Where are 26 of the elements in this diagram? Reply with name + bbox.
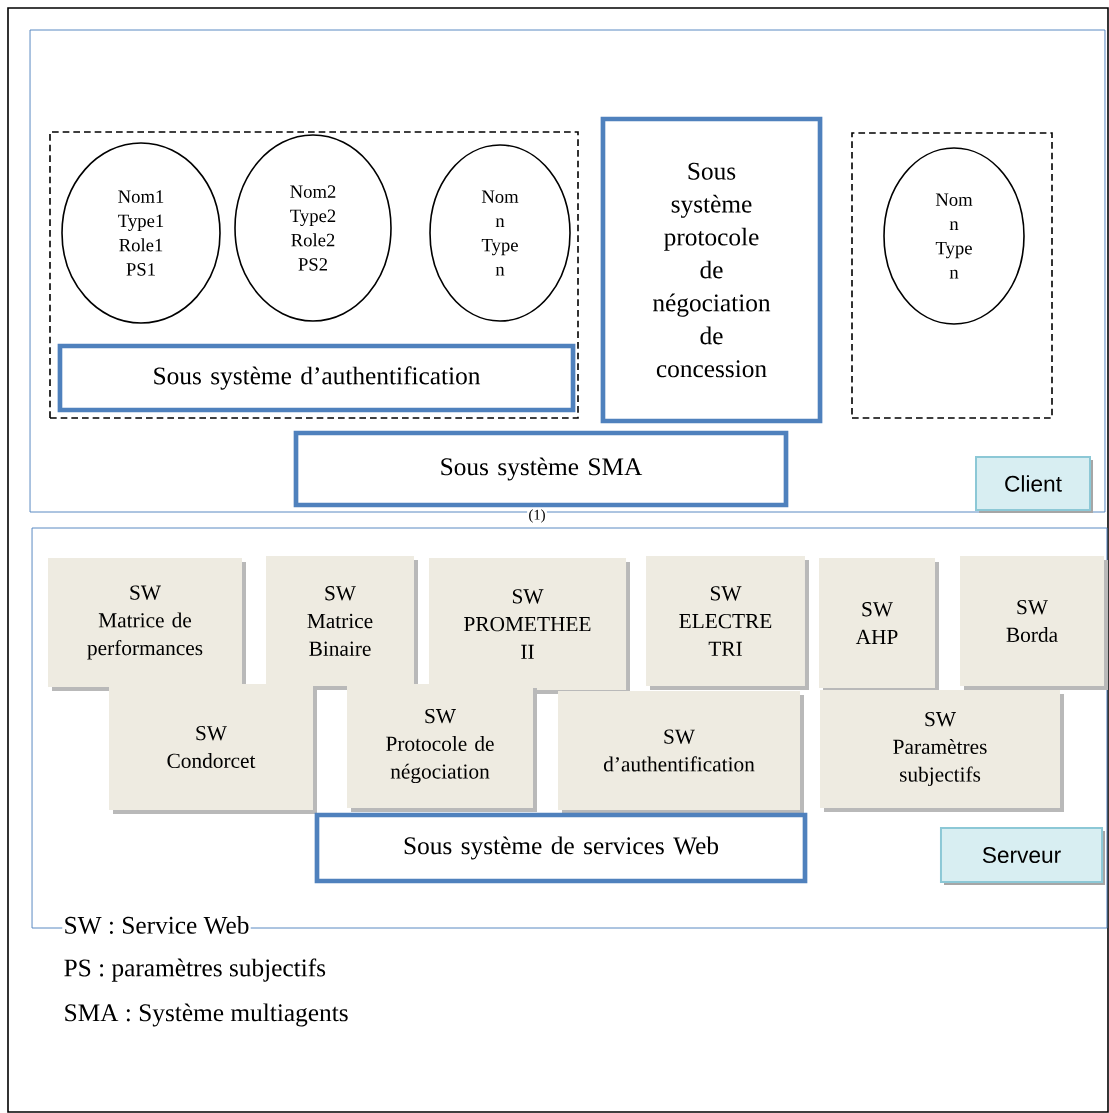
subsystem-box: Sous système protocole de négociation de concession <box>600 116 823 424</box>
web-service-box: SW PROMETHEE II <box>428 558 630 694</box>
subsystem-box: Sous système de services Web <box>314 812 808 884</box>
legend-note: PS : paramètres subjectifs <box>62 957 328 983</box>
dashed-group-box <box>49 131 579 419</box>
subsystem-box: Sous système SMA <box>293 430 789 508</box>
tag-box: Serveur <box>939 827 1105 885</box>
node-label: PROMETHEE II <box>464 616 591 659</box>
node-label: Matrice de performances <box>87 612 203 660</box>
web-service-box: SW AHP <box>819 558 939 692</box>
web-service-box: SW Borda <box>960 556 1108 690</box>
legend-note: SMA : Système multiagents <box>62 1002 350 1028</box>
figure-number: (1) <box>527 508 547 524</box>
node-label: SW <box>130 585 161 600</box>
subsystem-box: Sous système d’authentification <box>57 343 576 413</box>
web-service-box: SW Matrice Binaire <box>266 556 418 690</box>
web-service-box: SW Protocole de négociation <box>347 684 537 812</box>
web-service-box: SW Matrice de performances <box>48 557 246 691</box>
legend-note: SW : Service Web <box>62 914 251 936</box>
web-service-box: SW ELECTRE TRI <box>646 556 809 690</box>
dashed-group-box <box>851 132 1053 419</box>
web-service-box: SW Condorcet <box>109 684 317 814</box>
tag-box: Client <box>975 455 1093 513</box>
web-service-box: SW d’authentification <box>558 691 804 814</box>
node-label: SW <box>512 589 544 604</box>
web-service-box: SW Paramètres subjectifs <box>820 690 1064 812</box>
